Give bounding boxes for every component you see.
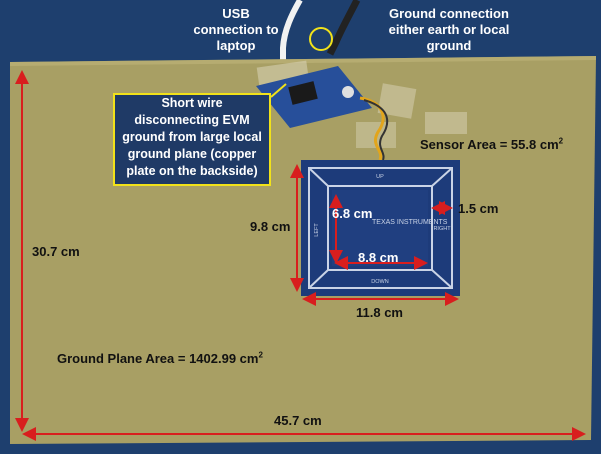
sensor-inner-trace [327, 185, 433, 271]
ground-plane-area-label: Ground Plane Area = 1402.99 cm2 [57, 350, 263, 366]
probe-highlight-circle [309, 27, 333, 51]
corner-trace [308, 269, 329, 289]
usb-connection-label: USB connection to laptop [193, 6, 279, 53]
pad-label-right: RIGHT [433, 226, 451, 232]
inner-height-label: 6.8 cm [332, 206, 373, 221]
plate-height-label: 30.7 cm [32, 244, 80, 259]
sensor-area-label: Sensor Area = 55.8 cm2 [420, 136, 564, 152]
pad-label-up: UP [376, 174, 384, 180]
tape-strip [425, 112, 467, 134]
sensor-height-label: 9.8 cm [250, 219, 291, 234]
plate-edge-shade [10, 56, 596, 66]
evm-chip [288, 81, 318, 105]
sensor-width-label: 11.8 cm [356, 305, 403, 320]
pad-label-left: LEFT [314, 223, 320, 237]
corner-trace [308, 167, 329, 187]
sensor-outer-trace [308, 167, 453, 289]
callout-pointer [270, 83, 287, 98]
evm-connector [342, 86, 354, 98]
short-wire-callout: Short wire disconnecting EVM ground from… [113, 93, 271, 186]
sensor-center-pad [332, 190, 428, 266]
ground-connection-label: Ground connection either earth or local … [388, 6, 510, 53]
usb-cable [280, 0, 303, 62]
corner-trace [431, 167, 453, 187]
ground-probe-cable [326, 0, 361, 56]
inner-width-label: 8.8 cm [358, 250, 399, 265]
border-width-label: 1.5 cm [458, 201, 499, 216]
sensor-wire [363, 99, 389, 161]
plate-width-label: 45.7 cm [274, 413, 322, 428]
pad-label-down: DOWN [371, 279, 388, 285]
tape-strip [377, 83, 417, 119]
ti-logo-text: TEXAS INSTRUMENTS [372, 219, 448, 226]
corner-trace [431, 269, 453, 289]
